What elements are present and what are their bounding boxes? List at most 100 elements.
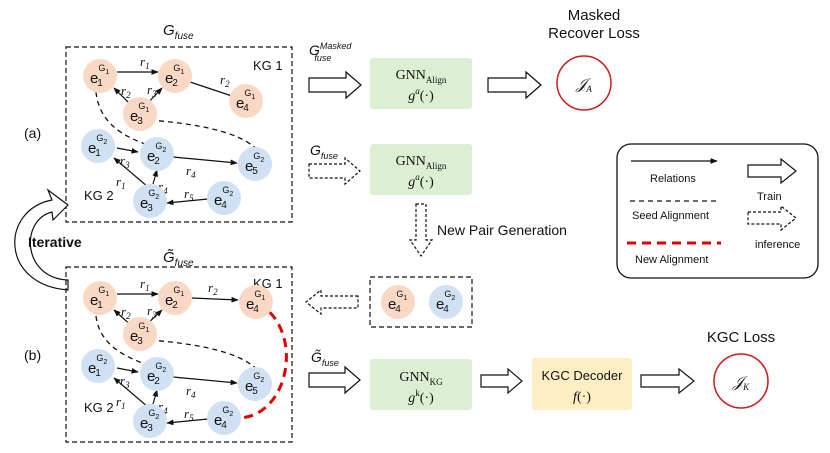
kgc-decoder-label: KGC Decoder — [542, 368, 624, 383]
rel-label: r1 — [116, 394, 126, 411]
seed-alignment-e1 — [95, 91, 154, 148]
train-arrow-masked — [308, 70, 362, 100]
panel-a-kg2-label: KG 2 — [84, 188, 114, 203]
gnn-align-fn: ga(·) — [408, 86, 434, 104]
gnn-align-box-top — [370, 58, 472, 109]
panel-a-label: (a) — [24, 125, 41, 141]
edge-e4-e3-kg2 — [166, 198, 209, 206]
edge-e2-e5-kg2 — [172, 156, 238, 166]
edge-e1-e2-kg2 — [116, 367, 139, 374]
edge-e3-e2-kg2 — [152, 389, 158, 405]
iterative-label: Iterative — [28, 234, 82, 250]
kgc-loss-circle — [713, 353, 769, 409]
edge-e1-e2-kg2 — [116, 147, 139, 154]
gfuse-top-title: Gfuse — [163, 22, 194, 42]
new-pair-generation-label: New Pair Generation — [437, 222, 567, 238]
rel-label: r1 — [140, 276, 150, 293]
rel-label: r4 — [186, 163, 196, 180]
inference-arrow-input — [308, 156, 361, 186]
panel-b-kg2-label: KG 2 — [84, 400, 114, 415]
rel-label: r1 — [116, 174, 126, 191]
legend-new-alignment-label: New Alignment — [635, 254, 708, 266]
seed-alignment-e3 — [149, 119, 264, 158]
iterative-arrow: Iterative — [14, 188, 82, 291]
new-alignment-e4 — [239, 301, 288, 420]
train-arrow-to-loss — [487, 70, 542, 100]
new-pair-box — [369, 276, 473, 328]
gnn-align-label: GNNAlign — [396, 154, 447, 171]
panel-b: G̃fuse KG 1 KG 2 (b) r1 r2 r2 r3 r3 r4 r… — [24, 249, 293, 443]
legend-train-arrow — [747, 157, 797, 185]
rel-label: r2 — [220, 72, 230, 89]
seed-alignment-e3 — [149, 339, 264, 378]
kgc-decoder-box — [532, 358, 632, 410]
gnn-kg-box — [370, 359, 472, 410]
rel-label: r5 — [184, 406, 194, 423]
tilde-input-label: G̃fuse — [311, 349, 339, 368]
rel-label: r2 — [121, 304, 131, 321]
panel-a-kg1-label: KG 1 — [253, 58, 283, 73]
legend-inference-arrow — [747, 204, 797, 232]
flow-row-inference: Gfuse GNNAlign ga(·) New Pair Generation… — [305, 142, 567, 328]
edge-e3-e2-kg2 — [152, 169, 158, 185]
masked-loss-circle — [556, 55, 612, 111]
edge-e3-e1-kg2 — [113, 377, 149, 408]
rel-label: r3 — [120, 373, 130, 390]
masked-loss-title-2: Recover Loss — [548, 25, 640, 42]
edge-e4-e3-kg2 — [166, 418, 209, 426]
rel-label: r4 — [186, 383, 196, 400]
train-arrow-kg — [308, 365, 361, 395]
gnn-kg-label: GNNKG — [399, 370, 443, 387]
rel-label: r2 — [208, 280, 218, 297]
rel-label: r5 — [184, 186, 194, 203]
edge-e2-e4-kg1 — [191, 296, 239, 303]
legend-relations-label: Relations — [650, 173, 696, 185]
plain-input-label: Gfuse — [310, 142, 338, 161]
inference-arrow-back — [305, 288, 359, 316]
gnn-align-fn: ga(·) — [408, 172, 434, 190]
kgc-decoder-fn: f(·) — [573, 390, 591, 405]
panel-b-label: (b) — [24, 347, 41, 363]
kgc-loss-title: KGC Loss — [707, 329, 775, 346]
rel-label: r4 — [158, 179, 168, 196]
gnn-kg-fn: gk(·) — [408, 388, 434, 406]
flow-row-kgc: G̃fuse GNNKG gk(·) KGC Decoder f(·) KGC … — [308, 329, 775, 410]
legend: Relations Train Seed Alignment inference… — [616, 143, 819, 279]
legend-seed-label: Seed Alignment — [632, 210, 709, 222]
train-arrow-to-decoder — [480, 367, 523, 395]
gfuse-bottom-title: G̃fuse — [163, 249, 194, 269]
rel-label: r3 — [147, 82, 157, 99]
legend-inference-label: inference — [755, 239, 800, 251]
rel-label: r4 — [158, 399, 168, 416]
train-arrow-to-kgc-loss — [640, 367, 695, 395]
